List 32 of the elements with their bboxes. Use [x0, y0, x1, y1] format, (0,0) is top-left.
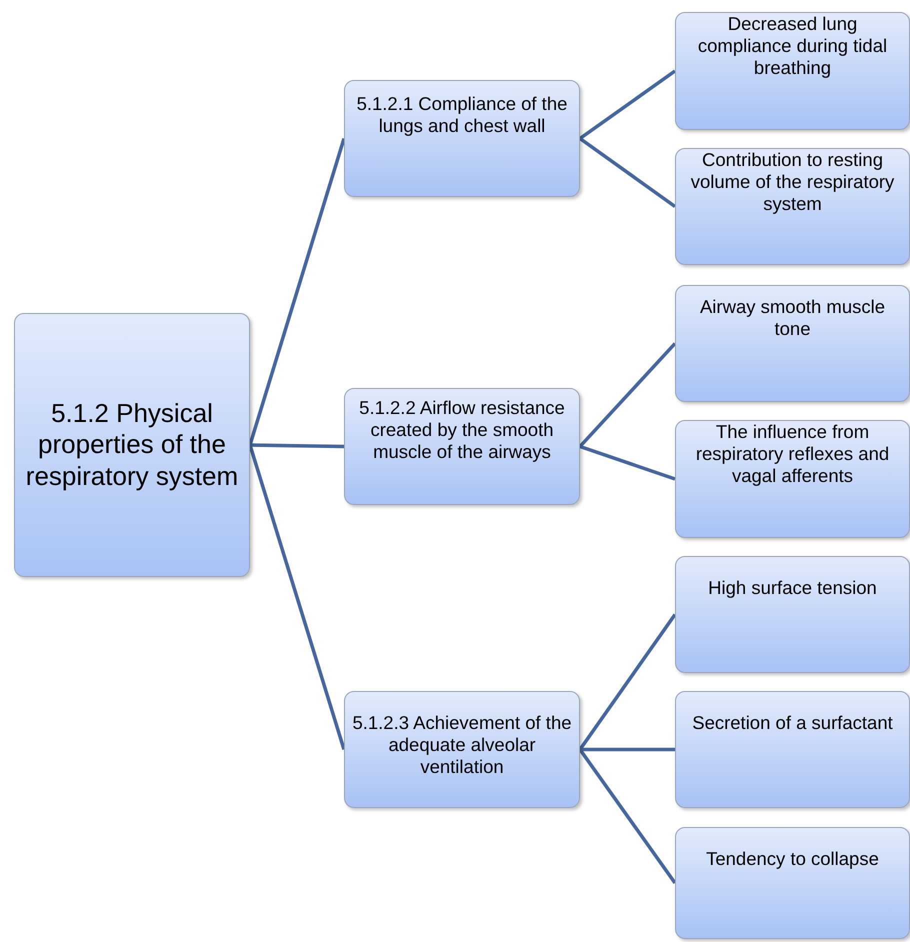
- connector-line: [248, 444, 346, 750]
- topic-text: 5.1.2 Physical properties of the respiratory system: [24, 398, 240, 492]
- topic-text: The influence from respiratory reflexes and vagal afferents: [694, 421, 890, 488]
- topic-text: 5.1.2.1 Compliance of the lungs and chest wall: [356, 93, 568, 138]
- topic-box: [344, 388, 580, 505]
- topic-box: [344, 80, 580, 197]
- topic-text: Tendency to collapse: [706, 848, 879, 870]
- topic-text: 5.1.2.3 Achievement of the adequate alveolar ventilation: [351, 712, 573, 779]
- topic-box: [675, 420, 910, 538]
- topic-text: Secretion of a surfactant: [692, 712, 893, 734]
- connector-line: [250, 443, 344, 448]
- topic-box: [675, 285, 910, 402]
- connector-line: [580, 748, 675, 752]
- connector-line: [578, 614, 676, 750]
- connector-line: [578, 342, 676, 448]
- topic-text: Decreased lung compliance during tidal breathing: [696, 13, 888, 80]
- topic-box: [675, 556, 910, 673]
- topic-text: Airway smooth muscle tone: [698, 296, 886, 340]
- topic-text: High surface tension: [708, 577, 877, 600]
- connector-line: [579, 444, 676, 481]
- topic-text: 5.1.2.2 Airflow resistance created by the smooth muscle of the airways: [358, 397, 566, 464]
- topic-text: Contribution to resting volume of the respiratory system: [690, 149, 896, 216]
- connector-line: [578, 70, 676, 140]
- root-topic-box: [14, 313, 250, 577]
- connector-line: [578, 137, 676, 208]
- connector-line: [248, 138, 346, 446]
- topic-box: [675, 12, 910, 130]
- connector-line: [578, 748, 676, 884]
- topic-box: [675, 691, 910, 808]
- topic-box: [344, 691, 580, 808]
- topic-box: [675, 827, 910, 939]
- topic-box: [675, 148, 910, 265]
